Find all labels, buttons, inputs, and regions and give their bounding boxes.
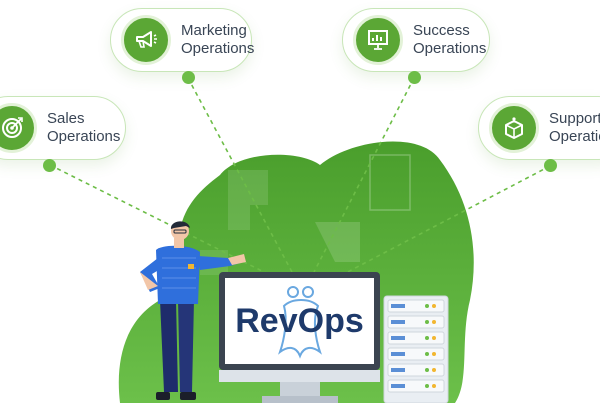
node-success-line1: Success — [413, 22, 470, 39]
connector-sales — [49, 164, 269, 275]
node-sales-line1: Sales — [47, 110, 85, 127]
node-sales-operations: Sales Operations — [0, 96, 126, 160]
connector-dot-success — [408, 71, 421, 84]
blob-decor-2 — [369, 154, 411, 211]
target-icon — [0, 103, 37, 153]
node-marketing-line1: Marketing — [181, 22, 247, 39]
server-rack — [383, 295, 449, 403]
node-success-operations: Success Operations — [342, 8, 490, 72]
node-sales-line2: Operations — [47, 128, 121, 145]
megaphone-icon — [121, 15, 171, 65]
node-success-line2: Operations — [413, 40, 487, 57]
chart-board-icon — [353, 15, 403, 65]
node-marketing-line2: Operations — [181, 40, 255, 57]
node-support-operations: Support Operations — [478, 96, 600, 160]
blob-decor-3 — [315, 222, 360, 262]
node-marketing-operations: Marketing Operations — [110, 8, 255, 72]
node-support-line1: Support — [549, 110, 600, 127]
connector-dot-support — [544, 159, 557, 172]
monitor — [219, 272, 380, 403]
revops-logo-figure — [278, 286, 322, 359]
gift-box-icon — [489, 103, 539, 153]
connector-dot-marketing — [182, 71, 195, 84]
node-support-line2: Operations — [549, 128, 600, 145]
blob-decor-1 — [228, 170, 268, 230]
revops-logo-text: RevOps — [235, 302, 364, 340]
connector-dot-sales — [43, 159, 56, 172]
person-illustration — [140, 221, 246, 400]
